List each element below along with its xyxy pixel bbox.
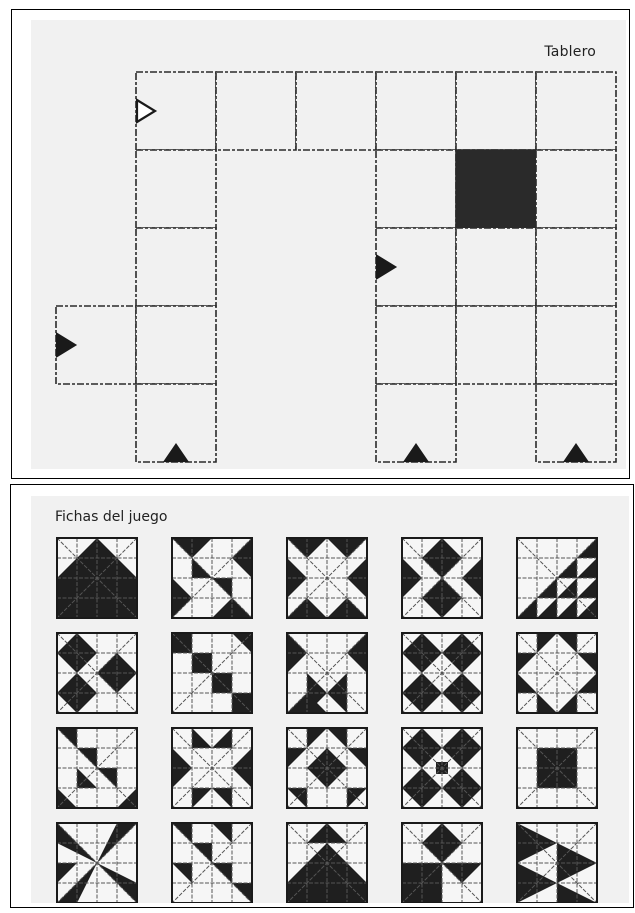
tile-star-arrow[interactable] [57,538,137,618]
board-cell[interactable] [536,72,616,150]
tile-petal-cross[interactable] [402,728,482,808]
board-cell[interactable] [536,228,616,306]
tile-center-diamond[interactable] [287,728,367,808]
tile-hourglass-pair[interactable] [287,538,367,618]
tile-center-square[interactable] [517,728,597,808]
board-cell[interactable] [456,72,536,150]
tile-mountain[interactable] [287,823,367,903]
tile-diagonal-stripes[interactable] [172,823,252,903]
board-cell[interactable] [456,228,536,306]
board-cell[interactable] [376,150,456,228]
board-cell[interactable] [216,72,296,150]
board-cell[interactable] [376,72,456,150]
board-cell[interactable] [536,306,616,384]
board-cell[interactable] [456,306,536,384]
board-cell[interactable] [136,228,216,306]
tile-star-cross[interactable] [172,728,252,808]
board-cell[interactable] [136,306,216,384]
tile-four-diamonds[interactable] [402,633,482,713]
board-cell[interactable] [376,306,456,384]
board-cell[interactable] [296,72,376,150]
tile-ring-octagon[interactable] [517,633,597,713]
tile-two-diamonds[interactable] [57,633,137,713]
tile-cross-bowtie[interactable] [57,823,137,903]
tile-diagonal-steps[interactable] [172,633,252,713]
tile-arrow-heads[interactable] [517,823,597,903]
tile-half-star[interactable] [402,823,482,903]
tile-diagonal-arrows[interactable] [57,728,137,808]
tile-open-bowtie[interactable] [287,633,367,713]
tile-pinwheel-stars[interactable] [172,538,252,618]
pieces-grid [31,496,629,903]
pieces-panel: Fichas del juego [10,484,634,908]
board-grid [31,20,626,469]
board-area: Tablero [31,20,626,469]
tile-diamond-cross[interactable] [402,538,482,618]
board-cell[interactable] [136,150,216,228]
board-panel: Tablero [11,9,630,479]
board-cell[interactable] [536,150,616,228]
pieces-area: Fichas del juego [31,496,629,903]
board-cell-filled[interactable] [456,150,536,228]
tile-stair-triangles[interactable] [517,538,597,618]
